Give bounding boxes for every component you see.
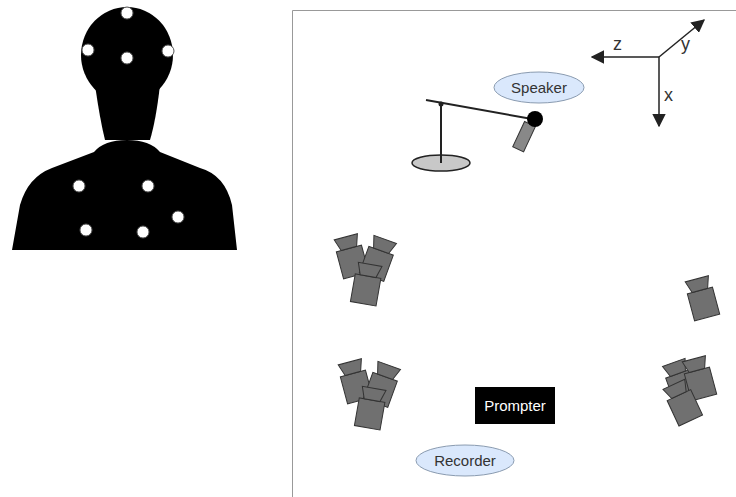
speaker-ellipse: Speaker [493,71,585,104]
person-silhouette [12,7,237,250]
axis-label: y [681,34,690,55]
axes [592,20,704,126]
axis-label: x [664,85,673,106]
room-frame [293,11,736,497]
prompter-box: Prompter [475,387,555,424]
cameras [333,233,719,430]
recorder-ellipse: Recorder [415,444,515,477]
node-text: Prompter [484,397,546,414]
axis-label: z [613,34,622,55]
node-text: Recorder [434,452,496,469]
node-text: Speaker [511,79,567,96]
microphone-stand [412,100,543,171]
